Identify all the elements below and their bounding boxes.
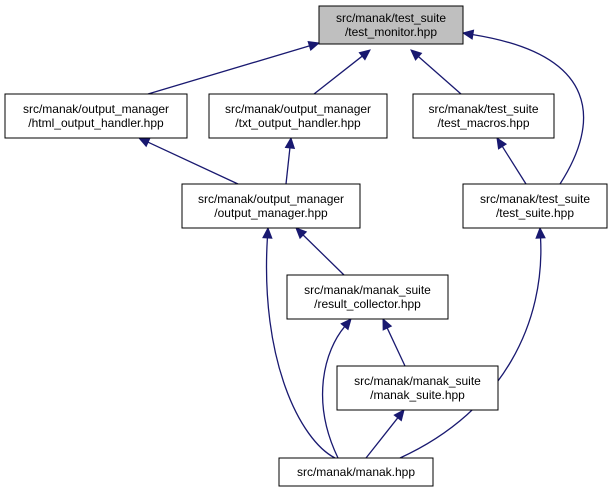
arrowhead xyxy=(295,227,308,240)
edge-line xyxy=(285,147,291,185)
edge-manak-to-result_collector xyxy=(321,318,352,459)
node-output-manager[interactable]: src/manak/output_manager/output_manager.… xyxy=(181,183,361,229)
node-result-collector[interactable]: src/manak/manak_suite/result_collector.h… xyxy=(286,274,449,320)
node-label: /txt_output_handler.hpp xyxy=(235,116,361,130)
arrowhead xyxy=(461,29,475,40)
edge-line xyxy=(147,45,310,95)
edge-manak_suite-to-result_collector xyxy=(382,317,406,367)
node-test-suite[interactable]: src/manak/test_suite/test_suite.hpp xyxy=(462,183,608,229)
node-label: src/manak/output_manager xyxy=(198,192,344,206)
edge-output_manager-to-txt_output_handler xyxy=(284,136,296,185)
node-box xyxy=(462,183,608,229)
node-label: /test_suite.hpp xyxy=(496,206,574,220)
edge-html_output_handler-to-test_monitor xyxy=(147,40,321,95)
edge-line xyxy=(147,141,239,185)
arrowhead xyxy=(393,409,405,422)
edge-line xyxy=(265,237,336,459)
edge-line xyxy=(313,55,363,95)
node-box xyxy=(336,365,499,411)
node-box xyxy=(278,457,434,487)
arrowhead xyxy=(262,226,273,239)
node-label: src/manak/test_suite xyxy=(480,192,590,206)
edge-test_suite-to-test_macros xyxy=(496,136,527,185)
node-manak[interactable]: src/manak/manak.hpp xyxy=(278,457,434,487)
edge-line xyxy=(418,56,462,95)
node-box xyxy=(286,274,449,320)
arrowhead xyxy=(307,40,321,52)
edge-manak-to-manak_suite xyxy=(365,409,405,459)
arrowhead xyxy=(496,136,508,150)
node-html-output-handler[interactable]: src/manak/output_manager/html_output_han… xyxy=(4,93,188,139)
edge-line xyxy=(365,417,399,459)
node-label: /test_monitor.hpp xyxy=(345,25,437,39)
node-label: /html_output_handler.hpp xyxy=(28,116,164,130)
node-box xyxy=(4,93,188,139)
graph-nodes: src/manak/test_suite/test_monitor.hppsrc… xyxy=(4,5,608,487)
node-label: src/manak/test_suite xyxy=(336,11,446,25)
edge-output_manager-to-html_output_handler xyxy=(137,137,239,185)
node-txt-output-handler[interactable]: src/manak/output_manager/txt_output_hand… xyxy=(208,93,388,139)
edge-manak-to-test_suite xyxy=(399,226,546,459)
edge-line xyxy=(321,326,346,459)
edge-line xyxy=(501,146,527,185)
node-label: /manak_suite.hpp xyxy=(370,388,465,402)
edge-line xyxy=(302,234,345,276)
node-label: /test_macros.hpp xyxy=(437,116,529,130)
edge-line xyxy=(472,33,585,185)
edge-txt_output_handler-to-test_monitor xyxy=(313,49,371,95)
edge-test_macros-to-test_monitor xyxy=(410,49,462,95)
node-test-macros[interactable]: src/manak/test_suite/test_macros.hpp xyxy=(412,93,555,139)
arrowhead xyxy=(410,49,423,61)
edge-line xyxy=(386,327,406,367)
arrowhead xyxy=(284,136,296,150)
arrowhead xyxy=(382,317,393,331)
graph-edges xyxy=(137,29,585,459)
edge-test_suite-to-test_monitor xyxy=(461,29,585,185)
node-label: /output_manager.hpp xyxy=(214,206,328,220)
node-manak-suite[interactable]: src/manak/manak_suite/manak_suite.hpp xyxy=(336,365,499,411)
node-box xyxy=(208,93,388,139)
node-label: src/manak/output_manager xyxy=(225,102,371,116)
node-label: src/manak/manak.hpp xyxy=(297,465,415,479)
node-box xyxy=(412,93,555,139)
node-label: /result_collector.hpp xyxy=(314,297,421,311)
arrowhead xyxy=(340,318,352,331)
arrowhead xyxy=(358,49,371,61)
edge-result_collector-to-output_manager xyxy=(295,227,345,276)
node-label: src/manak/manak_suite xyxy=(354,374,481,388)
arrowhead xyxy=(535,226,546,239)
node-label: src/manak/test_suite xyxy=(428,102,538,116)
arrowhead xyxy=(137,137,151,148)
node-test-monitor[interactable]: src/manak/test_suite/test_monitor.hpp xyxy=(318,5,464,45)
node-box xyxy=(318,5,464,45)
node-label: src/manak/manak_suite xyxy=(304,283,431,297)
edge-line xyxy=(399,237,542,459)
node-box xyxy=(181,183,361,229)
node-label: src/manak/output_manager xyxy=(23,102,169,116)
edge-manak-to-output_manager xyxy=(262,226,336,459)
